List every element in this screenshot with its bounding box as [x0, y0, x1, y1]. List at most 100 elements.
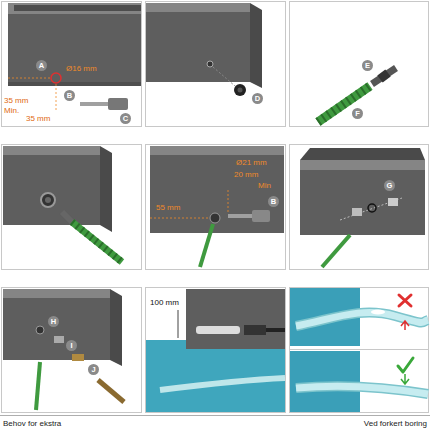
panel-frame — [2, 2, 142, 127]
panel-one — [8, 3, 141, 111]
fitting-nut — [54, 336, 64, 343]
drill-handle — [252, 210, 270, 222]
dimension-line — [56, 84, 57, 111]
box-rim — [3, 146, 100, 155]
box-front — [300, 170, 425, 235]
footer-rule — [0, 415, 430, 416]
dimension-label: 100 mm — [150, 298, 179, 307]
box-front — [150, 155, 284, 233]
dimension-label: 55 mm — [156, 203, 180, 212]
down-arrow — [401, 374, 409, 384]
panel-three — [318, 68, 396, 122]
dimension-line — [150, 218, 208, 219]
dimension-label: Min. — [4, 106, 19, 115]
box-inside — [300, 148, 425, 160]
callout-letter: J — [88, 364, 99, 375]
green-hose — [318, 86, 370, 122]
box-rim — [150, 146, 284, 155]
box-rim — [146, 3, 250, 12]
grommet — [234, 84, 246, 96]
up-arrow — [401, 321, 409, 330]
green-hose — [200, 224, 213, 267]
dimension-label: 35 mm — [4, 96, 28, 105]
callout-letter: B — [268, 196, 279, 207]
hose-connector — [62, 212, 72, 222]
box-front — [8, 14, 141, 86]
water — [146, 340, 285, 412]
panel-six — [300, 148, 425, 267]
callout-letter: A — [36, 60, 47, 71]
callout-letter: H — [48, 316, 59, 327]
box-side — [100, 146, 112, 232]
panel-frame — [290, 2, 429, 127]
callout-letter: C — [120, 113, 131, 124]
pipe-fitting — [244, 325, 266, 335]
box-rim — [300, 160, 425, 170]
panel-two — [146, 3, 262, 96]
o-ring — [368, 204, 376, 212]
dimension-line — [8, 78, 50, 79]
panel-four — [3, 146, 122, 262]
grommet — [41, 193, 55, 207]
panel-frame — [290, 145, 429, 270]
connector-ring — [380, 73, 388, 79]
air-pocket — [371, 310, 385, 315]
green-hose — [322, 235, 350, 267]
panel-frames — [2, 2, 429, 413]
box-rim — [3, 289, 110, 298]
panel-five — [150, 146, 284, 267]
dimension-label: Ø21 mm — [236, 158, 267, 167]
panel-frame — [146, 288, 286, 413]
box-front — [186, 289, 285, 349]
panel-eight — [146, 289, 285, 412]
callout-letter: G — [384, 180, 395, 191]
hose-downward-slope — [296, 386, 428, 394]
drill-mark — [51, 73, 61, 83]
wrong-mark — [399, 295, 411, 306]
box-side — [110, 289, 122, 366]
panel-frame — [290, 288, 429, 413]
callout-letter: E — [362, 60, 373, 71]
hose-tail — [98, 380, 124, 402]
box-base — [8, 82, 141, 86]
brass-fitting — [72, 354, 84, 361]
box-front — [3, 298, 110, 360]
guide-line — [213, 67, 235, 86]
hose-outline — [296, 386, 428, 394]
footer-note: Ved forkert boring — [364, 419, 427, 428]
callout-letter: D — [252, 93, 263, 104]
grommet-hole — [238, 88, 243, 93]
callout-letter: B — [64, 90, 75, 101]
dimension-line — [178, 310, 179, 338]
dimension-line — [228, 190, 229, 212]
panel-nine — [290, 288, 428, 412]
box-side — [250, 3, 262, 88]
water-hose — [160, 378, 285, 390]
drilled-hole — [207, 61, 213, 67]
drilled-hole — [36, 326, 44, 334]
hose-ribs — [318, 86, 370, 122]
drill-bit — [80, 102, 110, 106]
hose-connector — [372, 68, 396, 84]
drill-handle — [108, 98, 128, 110]
panel-frame — [2, 288, 142, 413]
dimension-label: Min — [258, 181, 271, 190]
box-rim — [8, 3, 141, 14]
hose-ribs — [72, 222, 122, 262]
correct-mark — [398, 358, 413, 372]
callout-letter: I — [66, 340, 77, 351]
black-hose — [266, 328, 285, 332]
panel-frame — [146, 2, 286, 127]
footer-note: Behov for ekstra — [3, 419, 61, 428]
guide-line — [340, 198, 402, 220]
drill-bit — [228, 214, 254, 218]
panel-seven — [3, 289, 124, 410]
fitting-body — [388, 198, 398, 206]
grommet-hole — [45, 197, 51, 203]
sub-panel-divider — [290, 349, 428, 350]
panel-frame — [2, 145, 142, 270]
drilled-hole — [210, 213, 220, 223]
panel-frame — [146, 145, 286, 270]
